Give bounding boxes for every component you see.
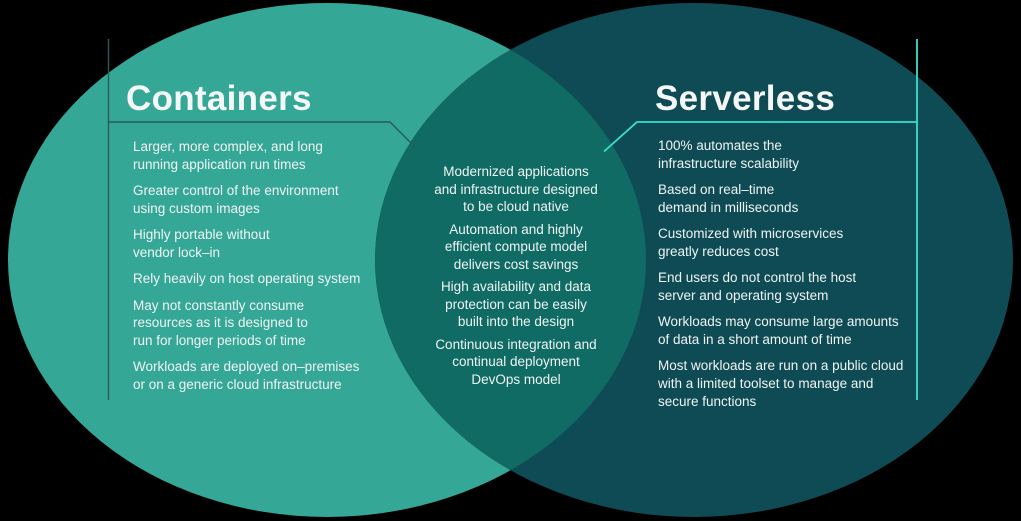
serverless-title: Serverless bbox=[655, 79, 836, 118]
shared-item: High availability and data protection ca… bbox=[440, 279, 592, 330]
overlap-region bbox=[375, 3, 646, 517]
serverless-item: Customized with microservices greatly re… bbox=[658, 226, 844, 259]
containers-item: Highly portable without vendor lock–in bbox=[133, 227, 270, 260]
shared-item: Modernized applications and infrastructu… bbox=[434, 164, 598, 215]
containers-item: Rely heavily on host operating system bbox=[133, 271, 361, 287]
shared-list: Modernized applications and infrastructu… bbox=[396, 163, 636, 389]
serverless-list: 100% automates the infrastructure scalab… bbox=[658, 137, 938, 410]
serverless-frame-line bbox=[603, 39, 918, 400]
containers-frame-line bbox=[107, 39, 419, 400]
shared-item: Continuous integration and continual dep… bbox=[435, 336, 597, 388]
shared-item: Automation and highly efficient compute … bbox=[444, 221, 588, 272]
containers-item: Greater control of the environment using… bbox=[133, 183, 339, 216]
containers-item: Larger, more complex, and long running a… bbox=[133, 139, 323, 172]
serverless-item: End users do not control the host server… bbox=[658, 270, 857, 303]
serverless-item: 100% automates the infrastructure scalab… bbox=[658, 138, 800, 171]
serverless-item: Workloads may consume large amounts of d… bbox=[658, 314, 899, 347]
serverless-item: Most workloads are run on a public cloud… bbox=[658, 358, 904, 409]
containers-item: May not constantly consume resources as … bbox=[133, 297, 308, 348]
containers-list: Larger, more complex, and long running a… bbox=[133, 138, 403, 394]
containers-title: Containers bbox=[126, 79, 312, 118]
serverless-item: Based on real–time demand in millisecond… bbox=[658, 182, 799, 215]
containers-item: Workloads are deployed on–premises or on… bbox=[133, 359, 360, 393]
